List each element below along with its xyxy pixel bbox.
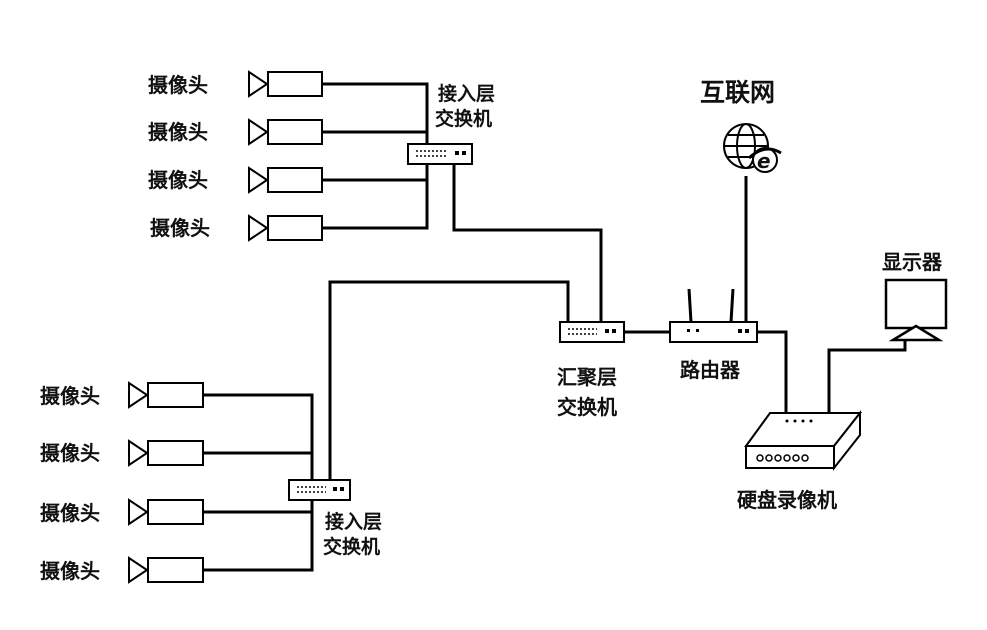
aggregation-switch-label-line1: 汇聚层: [557, 365, 617, 389]
camera-icon: [248, 118, 323, 146]
camera-label: 摄像头: [148, 168, 208, 192]
aggregation-switch-label-line2: 交换机: [557, 395, 617, 419]
camera-7: 摄像头: [40, 498, 204, 526]
camera-label: 摄像头: [40, 501, 100, 525]
nvr-icon: [744, 410, 863, 471]
router: 路由器: [669, 288, 758, 382]
camera-label: 摄像头: [148, 120, 208, 144]
access-switch-bottom-label-line1: 接入层: [325, 511, 382, 533]
access-switch-bottom: 接入层 交换机: [288, 479, 382, 558]
access-switch-top-label-line2: 交换机: [435, 107, 492, 130]
camera-group-bottom: 摄像头 摄像头 摄像头 摄像头: [40, 381, 204, 584]
camera-icon: [128, 381, 204, 409]
camera-6: 摄像头: [40, 439, 204, 467]
camera-label: 摄像头: [40, 441, 100, 465]
switch-icon: [559, 321, 625, 343]
camera-group-top: 摄像头 摄像头 摄像头 摄像头: [148, 70, 323, 242]
camera-icon: [128, 439, 204, 467]
monitor: 显示器: [882, 250, 948, 342]
camera-icon: [248, 70, 323, 98]
access-switch-top-label-line1: 接入层: [438, 83, 495, 105]
camera-1: 摄像头: [148, 70, 323, 98]
camera-icon: [128, 498, 204, 526]
camera-4: 摄像头: [150, 214, 323, 242]
camera-8: 摄像头: [40, 556, 204, 584]
camera-icon: [128, 556, 204, 584]
camera-3: 摄像头: [148, 166, 323, 194]
camera-label: 摄像头: [40, 384, 100, 408]
camera-icon: [248, 214, 323, 242]
camera-label: 摄像头: [40, 559, 100, 583]
svg-text:e: e: [757, 149, 771, 173]
internet-label: 互联网: [700, 78, 775, 107]
monitor-label: 显示器: [882, 250, 943, 274]
access-switch-top: 接入层 交换机: [407, 83, 495, 165]
nvr: 硬盘录像机: [737, 410, 863, 512]
access-switch-bottom-label-line2: 交换机: [323, 535, 380, 558]
aggregation-switch: 汇聚层 交换机: [557, 321, 625, 419]
router-label: 路由器: [680, 358, 741, 382]
camera-icon: [248, 166, 323, 194]
camera-2: 摄像头: [148, 118, 323, 146]
connection-lines: [203, 82, 907, 572]
router-icon: [669, 288, 758, 343]
camera-5: 摄像头: [40, 381, 204, 409]
camera-label: 摄像头: [148, 73, 208, 97]
internet: 互联网 e: [700, 78, 782, 173]
internet-explorer-globe-icon: e: [723, 123, 782, 173]
switch-icon: [288, 479, 351, 501]
nvr-label: 硬盘录像机: [737, 488, 837, 512]
switch-icon: [407, 143, 473, 165]
monitor-icon: [884, 278, 948, 342]
camera-label: 摄像头: [150, 216, 210, 240]
